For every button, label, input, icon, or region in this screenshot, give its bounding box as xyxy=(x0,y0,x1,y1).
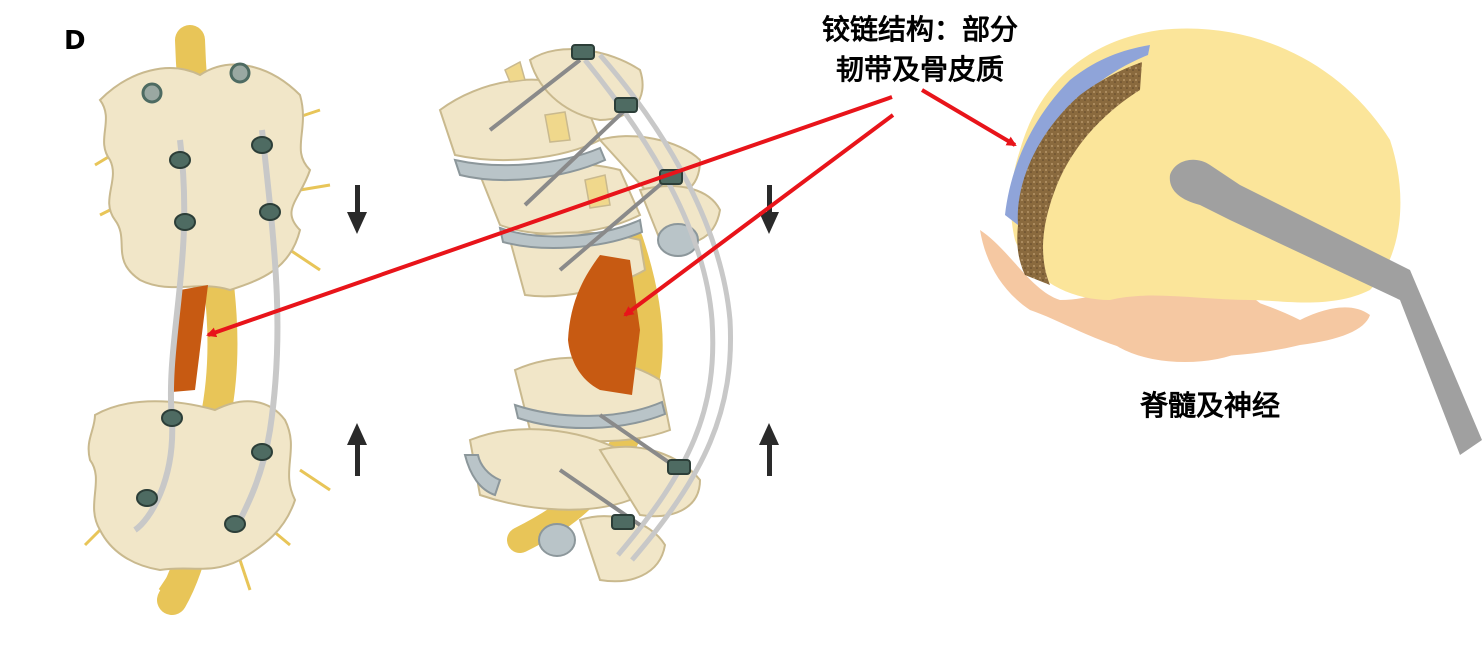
hinge-label: 铰链结构：部分 韧带及骨皮质 xyxy=(800,10,1040,90)
pointer-arrows xyxy=(206,88,1017,338)
up-arrow-icon xyxy=(347,423,367,476)
resected-segment-posterior xyxy=(172,285,208,392)
hinge-label-line2: 韧带及骨皮质 xyxy=(835,53,1004,86)
panel-letter: D xyxy=(64,26,86,56)
cross-section-view xyxy=(980,28,1482,455)
upper-vertebrae-posterior xyxy=(98,63,312,292)
posterior-spine-view xyxy=(83,25,331,615)
cortical-bone-brown xyxy=(1017,62,1142,285)
cord-label: 脊髓及神经 xyxy=(1139,389,1280,422)
rod-lateral-2 xyxy=(598,53,734,562)
down-arrow-icon xyxy=(347,185,367,234)
lateral-spine-view xyxy=(438,44,734,583)
rod-lateral-1 xyxy=(583,58,716,557)
cord-ellipse xyxy=(1100,282,1270,362)
up-arrow-icon xyxy=(759,423,779,476)
resected-wedge-lateral xyxy=(568,255,640,395)
lower-vertebrae-posterior xyxy=(87,400,297,572)
down-arrow-icon xyxy=(759,185,779,234)
hinge-label-line1: 铰链结构：部分 xyxy=(821,13,1018,46)
surgical-instrument xyxy=(1169,159,1482,455)
spinal-cord-lateral xyxy=(507,227,663,553)
